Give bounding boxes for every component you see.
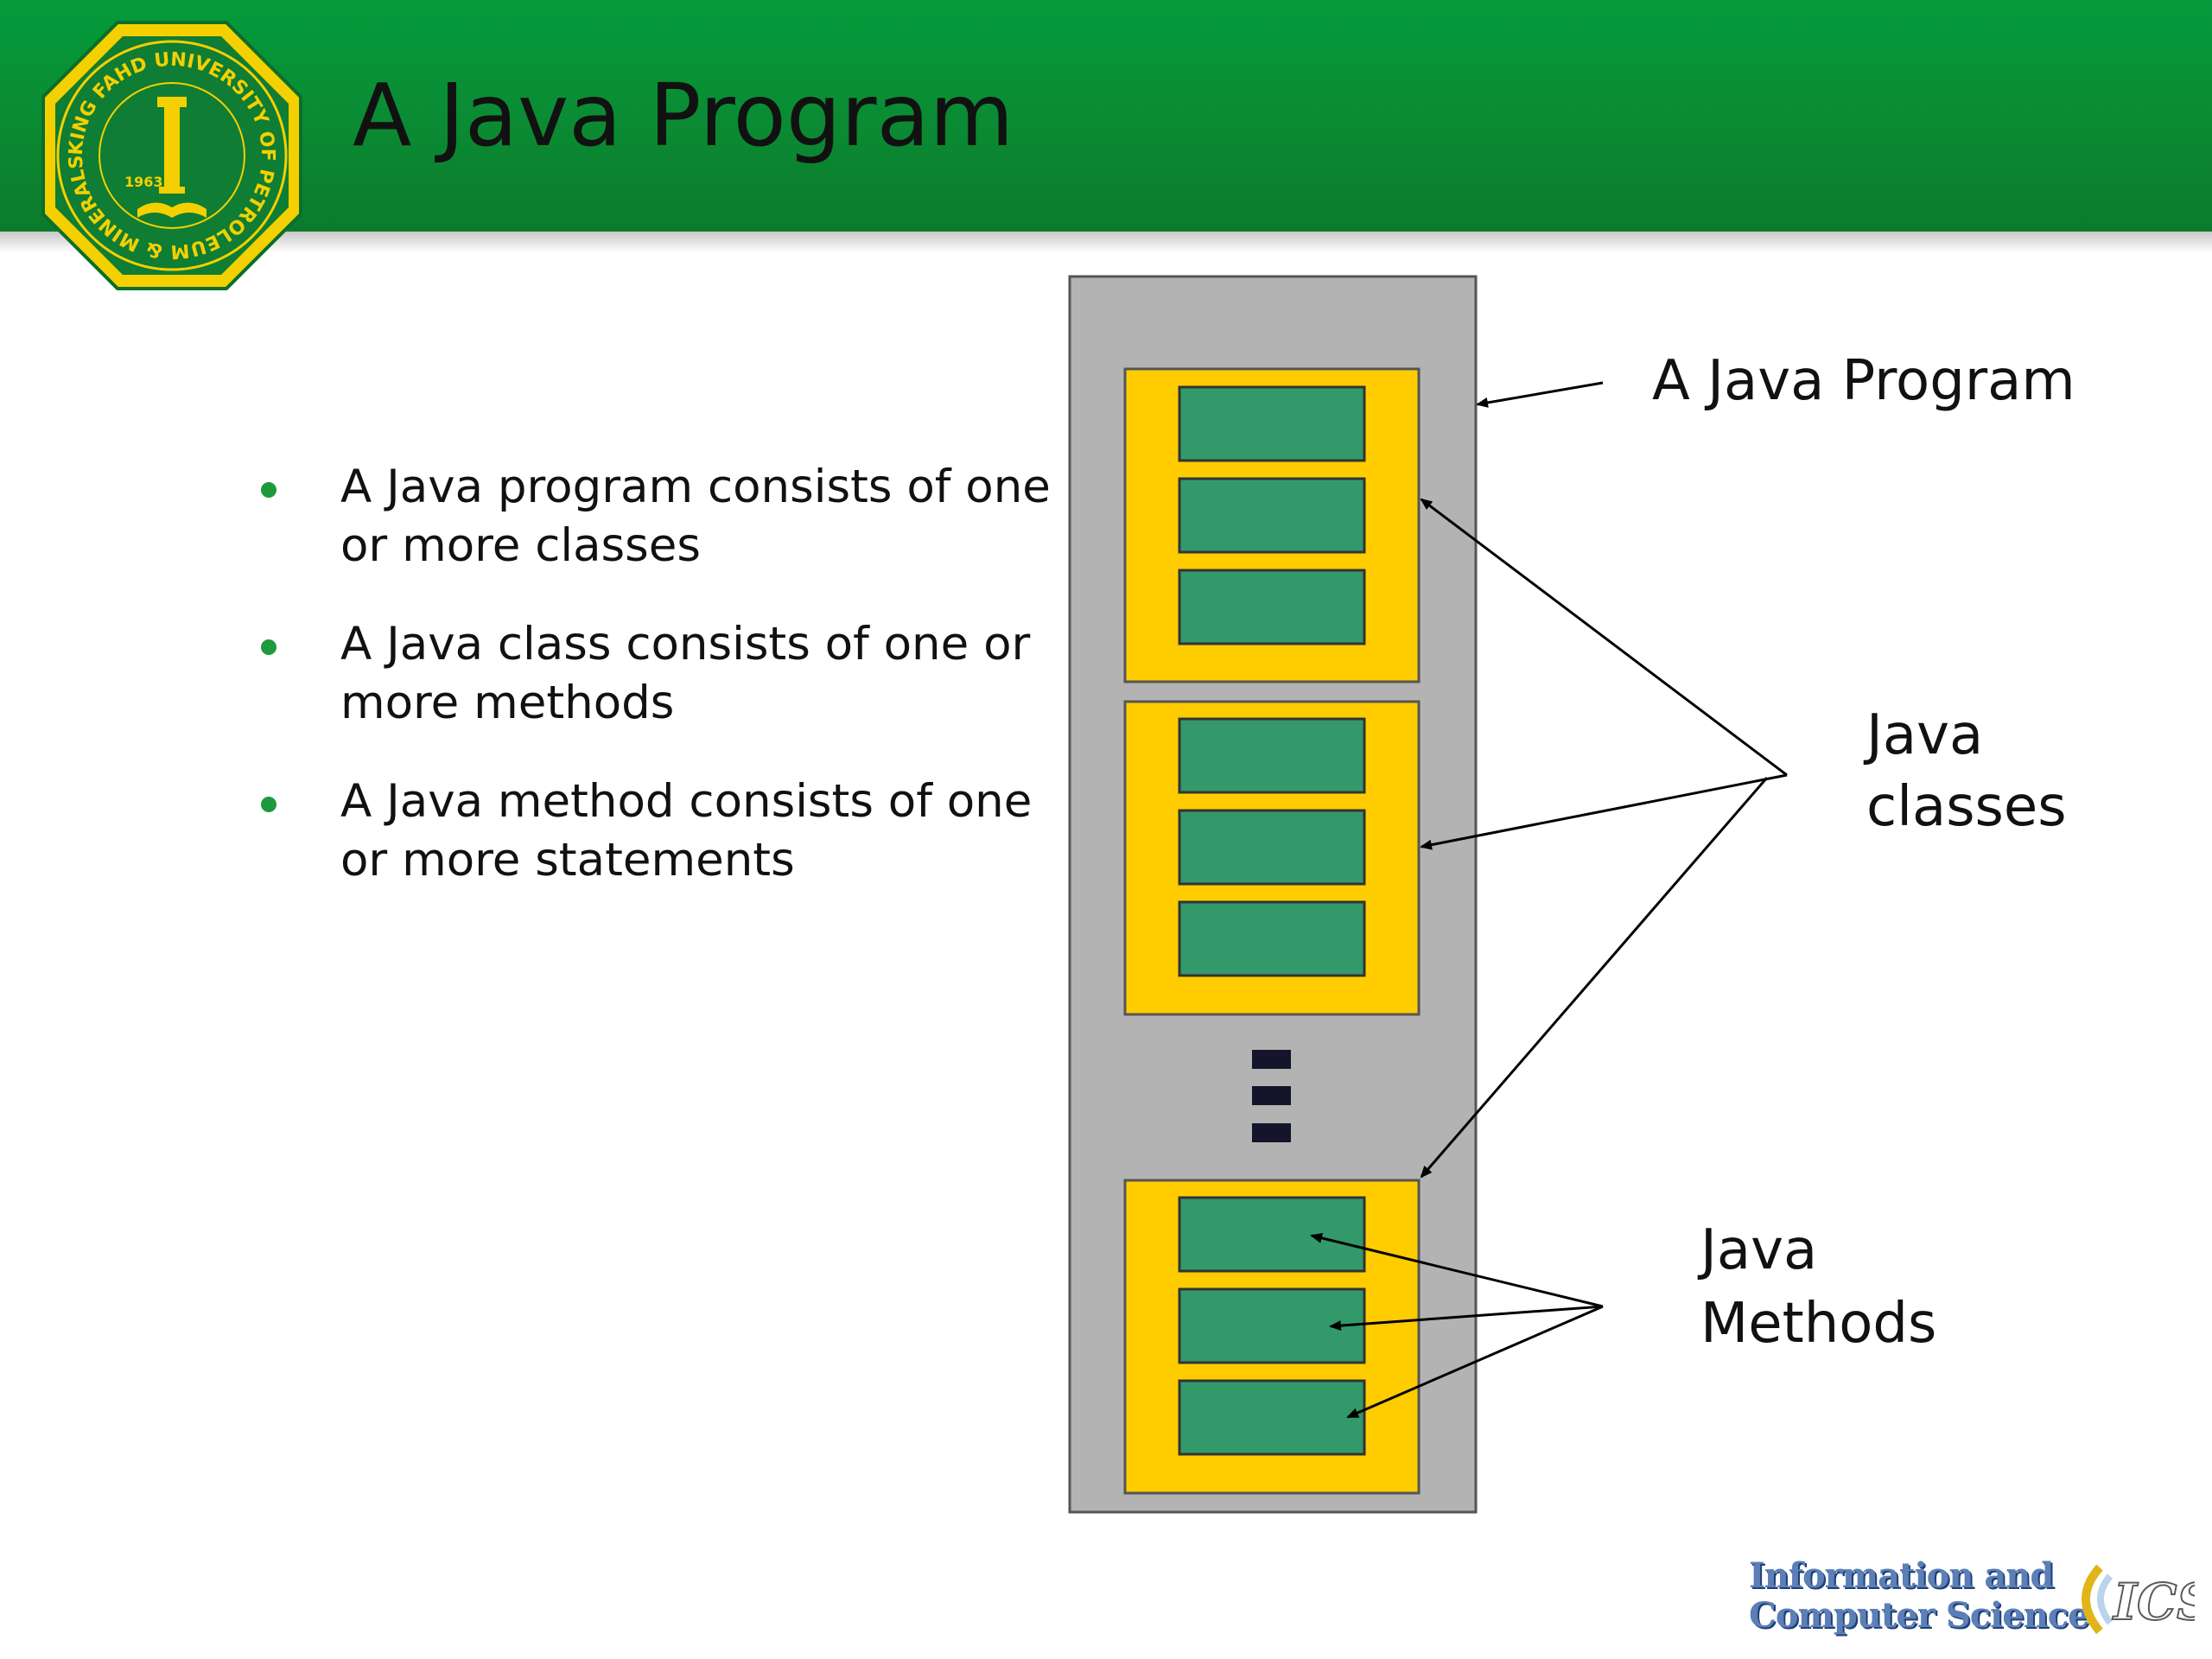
header-bar: [0, 0, 2212, 232]
bullet-item: A Java program consists of one or more c…: [251, 458, 1071, 575]
ellipsis-mark: [1252, 1086, 1291, 1105]
ics-logo-line2: Computer Science: [1749, 1595, 2090, 1636]
methods-arrow: [1346, 1305, 1604, 1419]
program-label: A Java Program: [1652, 349, 2075, 413]
methods-arrow: [1329, 1305, 1604, 1332]
bullet-dot-icon: [261, 482, 276, 498]
bullet-dot-icon: [261, 797, 276, 812]
classes-arrow: [1420, 777, 1769, 1179]
methods-label-line1: Java: [1697, 1218, 1817, 1282]
classes-arrow: [1420, 773, 1788, 850]
methods-arrow: [1310, 1233, 1604, 1308]
bullet-list: A Java program consists of one or more c…: [251, 458, 1071, 930]
header-shadow: [0, 232, 2212, 252]
methods-label-line2: Methods: [1700, 1292, 1936, 1356]
bullet-text: A Java class consists of one or more met…: [340, 618, 1031, 729]
ics-mark-icon: ICS: [2082, 1564, 2195, 1635]
classes-arrow: [1420, 498, 1788, 777]
method-box: [1178, 809, 1366, 886]
method-box: [1178, 477, 1366, 554]
bullet-text: A Java program consists of one or more c…: [340, 461, 1051, 572]
bullet-dot-icon: [261, 639, 276, 655]
method-box: [1178, 569, 1366, 645]
bullet-text: A Java method consists of one or more st…: [340, 775, 1033, 887]
bullet-item: A Java class consists of one or more met…: [251, 615, 1071, 733]
method-box: [1178, 1196, 1366, 1273]
svg-text:ICS: ICS: [2112, 1573, 2195, 1631]
kfupm-seal-logo: KING FAHD UNIVERSITY OF PETROLEUM & MINE…: [41, 21, 302, 290]
ellipsis-mark: [1252, 1050, 1291, 1069]
method-box: [1178, 1379, 1366, 1456]
ellipsis-mark: [1252, 1123, 1291, 1142]
method-box: [1178, 385, 1366, 462]
ics-logo-line1: Information and: [1749, 1555, 2054, 1596]
slide-title: A Java Program: [353, 65, 1014, 166]
method-box: [1178, 717, 1366, 794]
program-arrow: [1476, 381, 1604, 408]
bullet-item: A Java method consists of one or more st…: [251, 772, 1071, 890]
svg-text:1963: 1963: [124, 174, 163, 190]
ics-footer-logo: Information and Computer Science ICS: [1737, 1543, 2203, 1647]
classes-label-line1: Java: [1863, 703, 1983, 767]
method-box: [1178, 900, 1366, 977]
classes-label-line2: classes: [1866, 775, 2067, 839]
